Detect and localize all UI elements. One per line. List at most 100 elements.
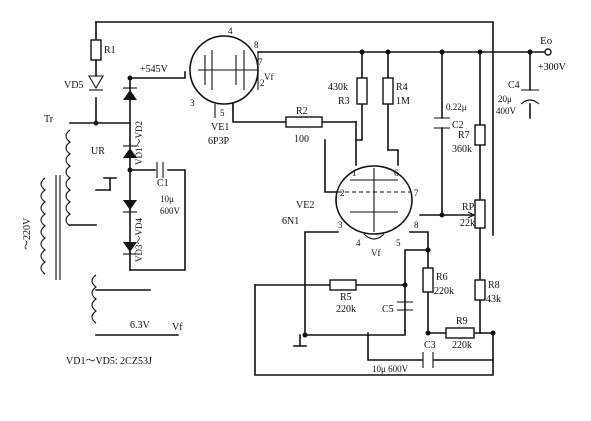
label-c4: C4 bbox=[508, 80, 520, 91]
diode-vd5 bbox=[88, 75, 104, 91]
label-r7: R7 bbox=[458, 130, 470, 141]
capacitor-c2 bbox=[434, 117, 450, 129]
label-r6-value: 220k bbox=[434, 286, 454, 297]
junction bbox=[302, 332, 308, 338]
resistor-r8 bbox=[474, 279, 486, 301]
capacitor-c1 bbox=[156, 162, 164, 178]
tube-ve2 bbox=[335, 165, 413, 240]
label-ve1-pin5: 5 bbox=[220, 108, 225, 118]
label-heater-vf: Vf bbox=[172, 322, 183, 333]
label-heater-voltage: 6.3V bbox=[130, 320, 151, 331]
junction bbox=[425, 330, 431, 336]
label-ve2-pin5: 5 bbox=[396, 238, 401, 248]
label-ve1-pin4: 4 bbox=[228, 26, 233, 36]
label-ve2-pin8: 8 bbox=[414, 220, 419, 230]
wire-r3-r4 bbox=[355, 51, 389, 151]
transformer-tr bbox=[40, 129, 97, 324]
resistor-r1 bbox=[90, 39, 102, 61]
wire-545 bbox=[129, 71, 186, 79]
label-vd5: VD5 bbox=[64, 80, 83, 91]
label-c4-voltage: 400V bbox=[496, 106, 517, 116]
label-r3-value: 430k bbox=[328, 82, 348, 93]
label-ve2-type: 6N1 bbox=[282, 216, 299, 227]
wires bbox=[69, 21, 546, 376]
wire-c1 bbox=[129, 169, 186, 271]
label-ve2-pin2: 2 bbox=[340, 188, 345, 198]
label-c1-voltage: 600V bbox=[160, 206, 181, 216]
label-eo: Eo bbox=[540, 35, 553, 47]
label-mains: ～220V bbox=[22, 217, 33, 250]
label-545v: +545V bbox=[140, 64, 169, 75]
wire-bridge-left bbox=[95, 122, 131, 191]
label-r9: R9 bbox=[456, 316, 468, 327]
junction bbox=[439, 212, 445, 218]
label-tr: Tr bbox=[44, 114, 54, 125]
label-ve2-pin6: 6 bbox=[394, 168, 399, 178]
label-r1: R1 bbox=[104, 45, 116, 56]
label-c2: C2 bbox=[452, 120, 464, 131]
label-r8-value: 43k bbox=[486, 294, 501, 305]
label-r2-value: 100 bbox=[294, 134, 309, 145]
label-ve1-pin7: 7 bbox=[258, 57, 263, 67]
label-output-voltage: +300V bbox=[538, 62, 567, 73]
junction bbox=[490, 330, 496, 336]
label-ve2-vf: Vf bbox=[371, 248, 381, 258]
diode-vd3 bbox=[123, 200, 137, 213]
resistor-r2 bbox=[285, 116, 323, 128]
diode-vd1 bbox=[123, 87, 137, 100]
junction bbox=[385, 49, 391, 55]
label-rp-value: 22k bbox=[460, 218, 475, 229]
wire-bottom-return bbox=[254, 284, 494, 376]
label-c5: C5 bbox=[382, 304, 394, 315]
junction bbox=[402, 282, 408, 288]
label-ve1: VE1 bbox=[211, 122, 229, 133]
label-c1-value: 10μ bbox=[160, 194, 174, 204]
wire-heater bbox=[95, 289, 179, 336]
resistor-r4 bbox=[382, 77, 394, 105]
label-r9-value: 220k bbox=[452, 340, 472, 351]
label-r7-value: 360k bbox=[452, 144, 472, 155]
label-ve1-vf: Vf bbox=[264, 72, 274, 82]
label-ve1-type: 6P3P bbox=[208, 136, 230, 147]
label-c1: C1 bbox=[157, 178, 169, 189]
wire-ve2-left bbox=[304, 139, 339, 336]
label-vd3-vd4: VD3～VD4 bbox=[134, 218, 144, 262]
label-c3-value: 10μ 600V bbox=[372, 364, 409, 374]
junction bbox=[127, 167, 133, 173]
label-diode-note: VD1～VD5: 2CZ53J bbox=[66, 356, 152, 367]
label-ve1-pin8: 8 bbox=[254, 40, 259, 50]
labels: R1 VD5 Tr UR +545V VD1～VD2 VD3～VD4 C1 10… bbox=[22, 26, 567, 374]
diode-vd2 bbox=[123, 145, 137, 158]
label-ve2: VE2 bbox=[296, 200, 314, 211]
label-r5: R5 bbox=[340, 292, 352, 303]
junction bbox=[127, 75, 133, 81]
diode-vd4 bbox=[123, 242, 137, 255]
label-ve1-pin3: 3 bbox=[190, 98, 195, 108]
label-c3: C3 bbox=[424, 340, 436, 351]
wire-plate-6 bbox=[387, 149, 399, 166]
label-r2: R2 bbox=[296, 106, 308, 117]
junction bbox=[425, 247, 431, 253]
label-c4-value: 20μ bbox=[498, 94, 512, 104]
wire-cathode-8 bbox=[409, 231, 429, 251]
resistor-r7 bbox=[474, 124, 486, 146]
capacitor-c5 bbox=[397, 301, 413, 311]
resistor-r3 bbox=[356, 77, 368, 105]
label-ve2-pin7: 7 bbox=[414, 188, 419, 198]
wire-top-rail bbox=[95, 21, 494, 236]
junction bbox=[359, 49, 365, 55]
label-r6: R6 bbox=[436, 272, 448, 283]
resistor-r9 bbox=[445, 327, 475, 339]
wire-ground-bus bbox=[304, 329, 406, 336]
junctions bbox=[93, 49, 533, 338]
label-ur: UR bbox=[91, 146, 105, 157]
capacitor-c3 bbox=[422, 352, 434, 368]
potentiometer-rp bbox=[467, 199, 486, 229]
junction bbox=[439, 49, 445, 55]
tube-ve1 bbox=[189, 35, 259, 118]
label-vd1-vd2: VD1～VD2 bbox=[134, 121, 144, 165]
label-r3: R3 bbox=[338, 96, 350, 107]
wire-bridge-ground bbox=[103, 177, 117, 191]
output-terminal bbox=[544, 48, 552, 56]
